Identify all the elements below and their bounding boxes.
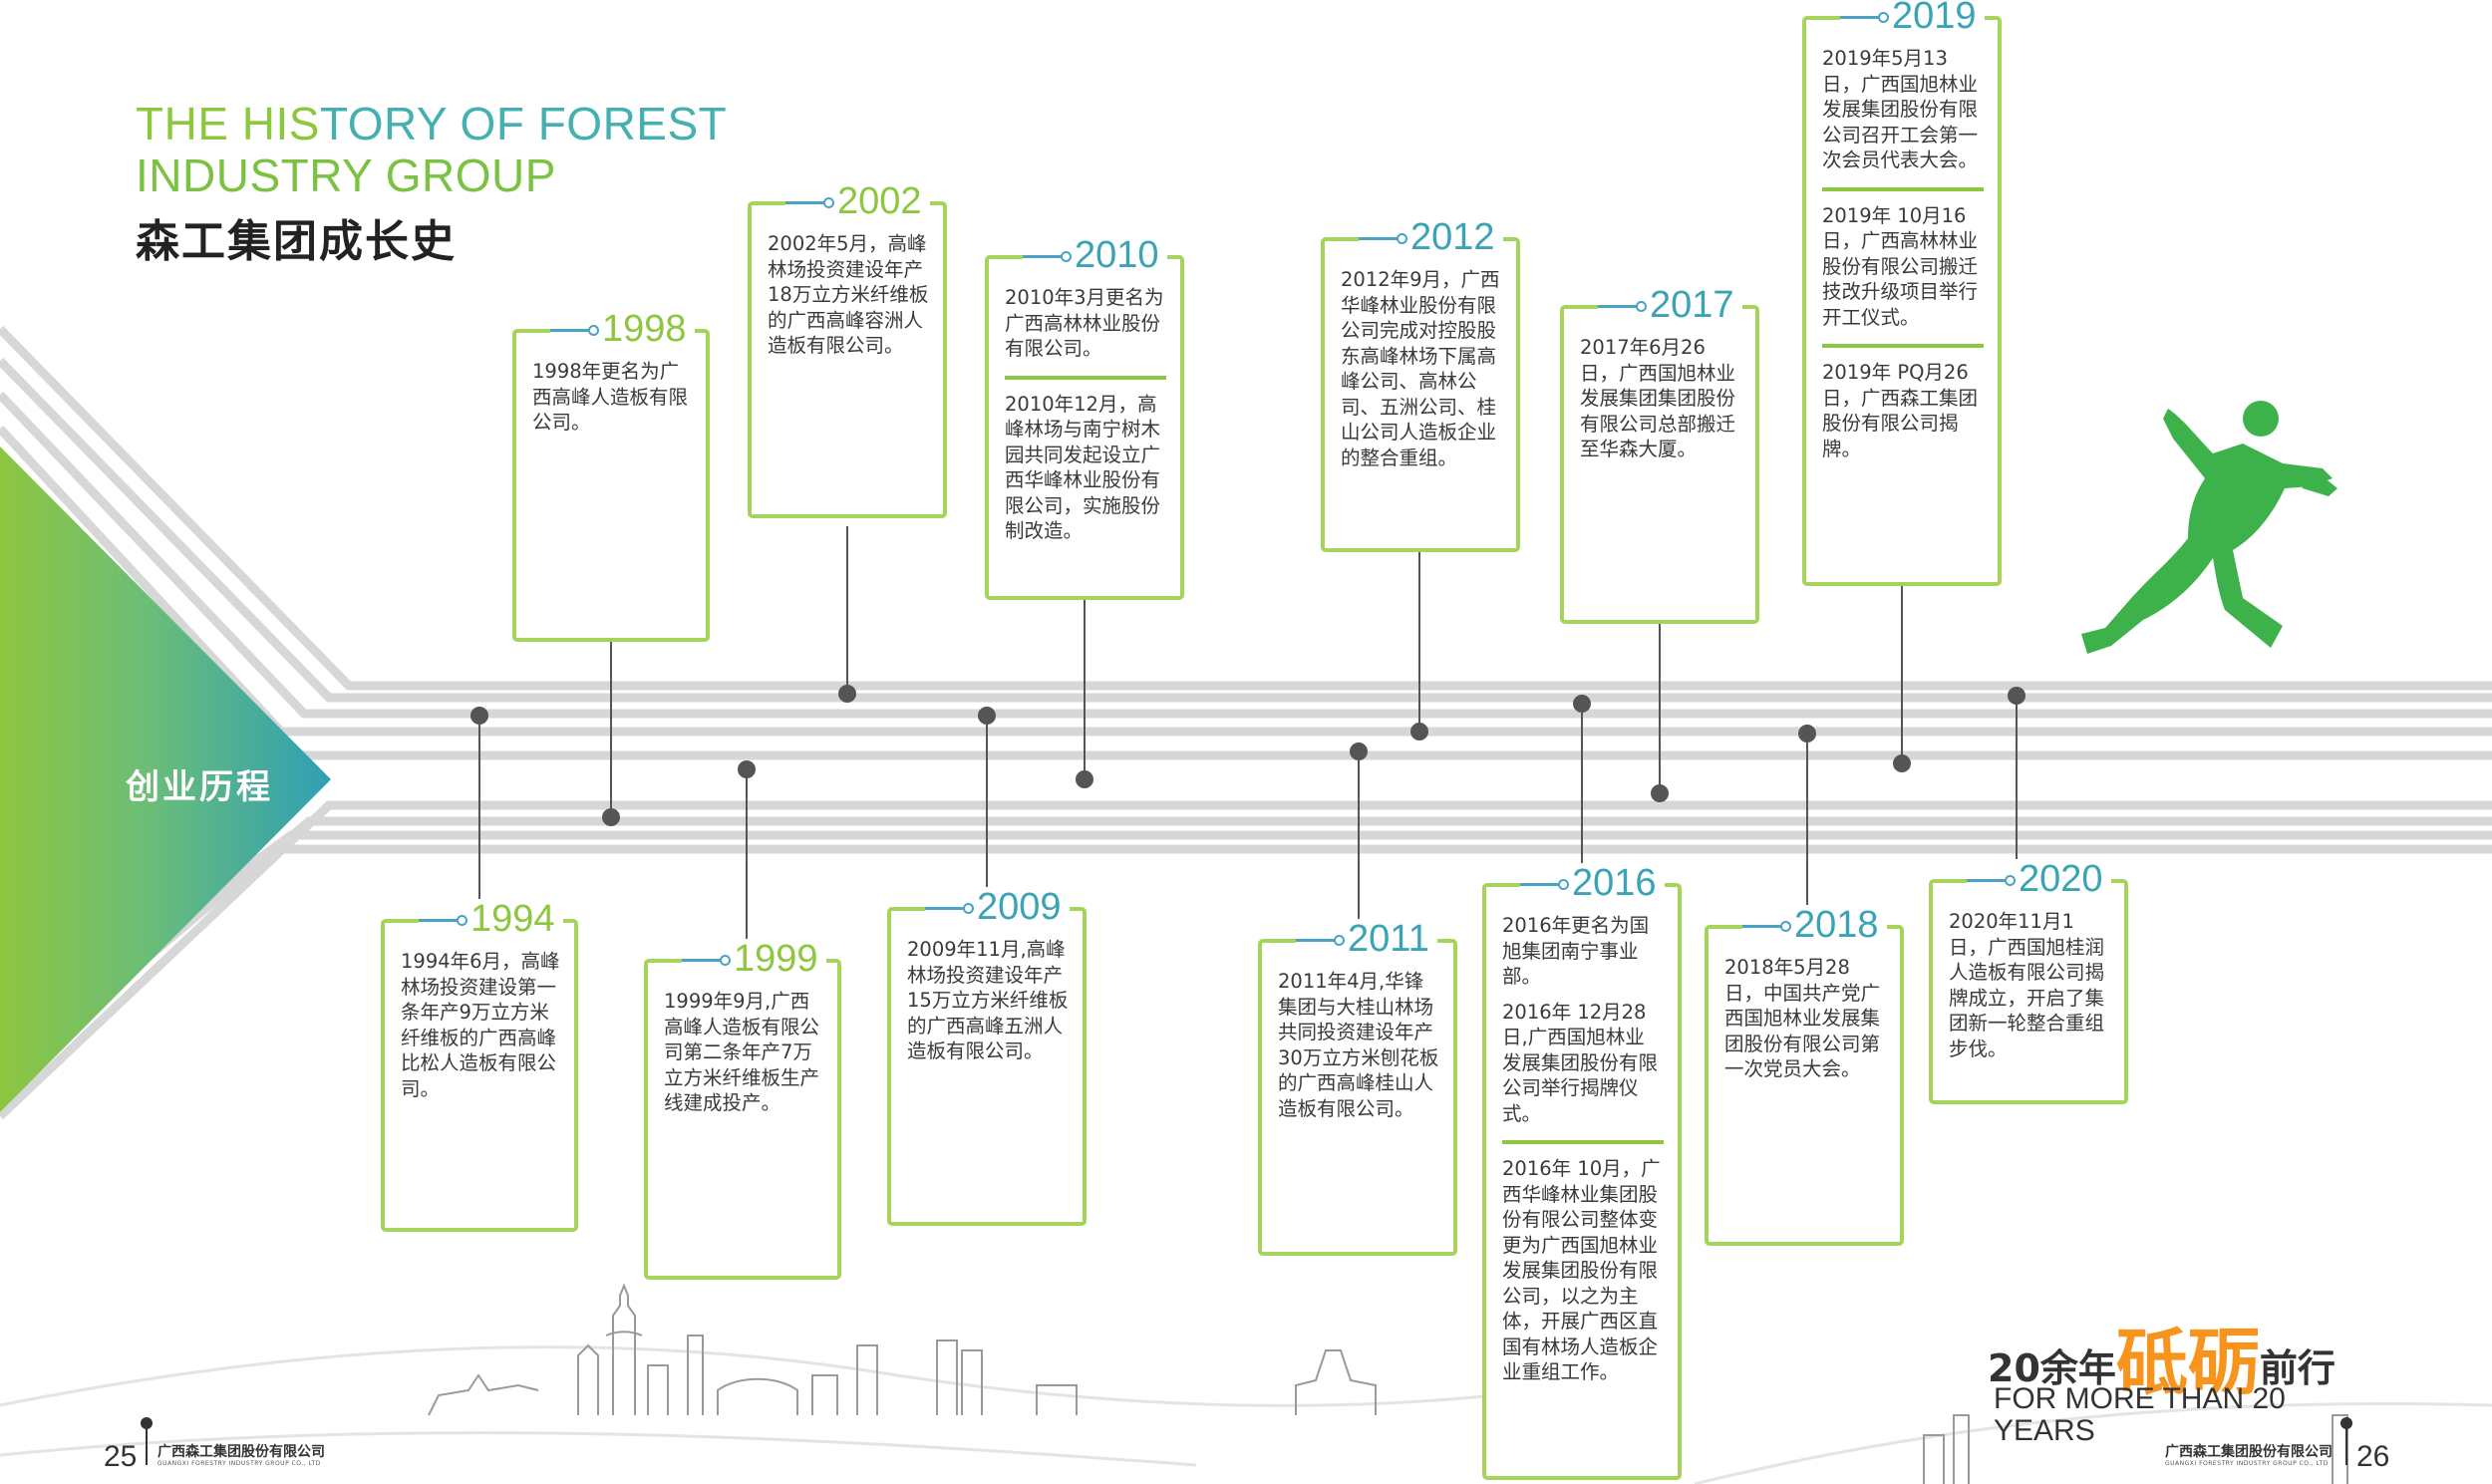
milestone-text: 2009年11月,高峰林场投资建设年产15万立方米纤维板的广西高峰五洲人造板有限… — [907, 938, 1069, 1062]
milestone-year: 2010 — [1023, 235, 1167, 275]
milestone-text: 2012年9月，广西华峰林业股份有限公司完成对控股股东高峰林场下属高峰公司、高林… — [1341, 268, 1500, 469]
section-triangle — [0, 446, 331, 1112]
milestone-text: 2019年 PQ月26日，广西森工集团股份有限公司揭牌。 — [1822, 361, 1979, 460]
section-label: 创业历程 — [126, 767, 273, 807]
milestone-card-2016: 2016 2016年更名为国旭集团南宁事业部。 2016年 12月28日,广西国… — [1482, 863, 1682, 1480]
milestone-year: 2017 — [1598, 285, 1742, 325]
milestone-year: 2009 — [925, 887, 1070, 927]
paragraph-divider — [1822, 186, 1984, 191]
title-english-line2: INDUSTRY GROUP — [136, 149, 556, 201]
year-connector-icon — [550, 325, 599, 337]
timeline-connectors — [470, 526, 2025, 959]
milestone-card-2017: 2017 2017年6月26日，广西国旭林业发展集团集团股份有限公司总部搬迁至华… — [1560, 285, 1759, 624]
tagline-highlight: 砥砺 — [2115, 1321, 2260, 1404]
milestone-year: 1999 — [682, 939, 826, 979]
year-connector-icon — [1598, 301, 1647, 313]
milestone-card-2012: 2012 2012年9月，广西华峰林业股份有限公司完成对控股股东高峰林场下属高峰… — [1321, 217, 1520, 552]
page-number-right: 26 — [2356, 1440, 2390, 1473]
milestone-card-1999: 1999 1999年9月,广西高峰人造板有限公司第二条年产7万立方米纤维板生产线… — [644, 939, 841, 1280]
milestone-text: 2010年12月，高峰林场与南宁树木园共同发起设立广西华峰林业股份有限公司，实施… — [1005, 392, 1161, 543]
landscape-hills — [0, 1345, 2492, 1484]
milestone-text: 2016年 10月，广西华峰林业集团股份有限公司整体变更为广西国旭林业发展集团股… — [1502, 1157, 1661, 1383]
milestone-text: 2016年更名为国旭集团南宁事业部。 — [1502, 914, 1650, 988]
milestone-card-2018: 2018 2018年5月28日，中国共产党广西国旭林业发展集团股份有限公司第一次… — [1705, 905, 1904, 1246]
page-number-left: 25 — [104, 1440, 138, 1473]
year-connector-icon — [1742, 921, 1791, 933]
tagline-english: FOR MORE THAN 20 YEARS — [1994, 1382, 2286, 1447]
milestone-year: 1994 — [419, 899, 563, 939]
paragraph-divider — [1822, 344, 1984, 348]
milestone-text: 2010年3月更名为广西高林林业股份有限公司。 — [1005, 286, 1164, 360]
milestone-year: 2016 — [1520, 863, 1665, 903]
footer-decor — [141, 1417, 2352, 1465]
milestone-text: 1998年更名为广西高峰人造板有限公司。 — [532, 360, 689, 434]
milestone-text: 2017年6月26日，广西国旭林业发展集团集团股份有限公司总部搬迁至华森大厦。 — [1580, 336, 1736, 460]
milestone-text: 2019年5月13日，广西国旭林业发展集团股份有限公司召开工会第一次会员代表大会… — [1822, 47, 1979, 171]
milestone-text: 1999年9月,广西高峰人造板有限公司第二条年产7万立方米纤维板生产线建成投产。 — [664, 990, 820, 1114]
paragraph-divider — [1502, 1140, 1664, 1144]
runner-silhouette — [2081, 401, 2337, 654]
tagline-chinese: 20余年砥砺前行 — [1988, 1321, 2336, 1404]
milestone-year: 1998 — [550, 309, 695, 349]
year-connector-icon — [1840, 12, 1889, 24]
milestone-card-2011: 2011 2011年4月,华锋集团与大桂山林场共同投资建设年产30万立方米刨花板… — [1258, 919, 1457, 1256]
milestone-text: 2018年5月28日，中国共产党广西国旭林业发展集团股份有限公司第一次党员大会。 — [1724, 956, 1881, 1080]
milestone-card-2020: 2020 2020年11月1日，广西国旭桂润人造板有限公司揭牌成立，开启了集团新… — [1929, 859, 2128, 1104]
year-connector-icon — [1359, 233, 1407, 245]
milestone-card-2019: 2019 2019年5月13日，广西国旭林业发展集团股份有限公司召开工会第一次会… — [1802, 0, 2002, 586]
year-connector-icon — [1967, 875, 2016, 887]
milestone-year: 2012 — [1359, 217, 1503, 257]
milestone-card-2002: 2002 2002年5月，高峰林场投资建设年产18万立方米纤维板的广西高峰容洲人… — [748, 181, 947, 518]
title-english-line1: THE HISTORY OF FOREST — [136, 98, 728, 149]
year-connector-icon — [785, 197, 834, 209]
year-connector-icon — [1023, 251, 1072, 263]
city-skyline — [428, 1283, 2348, 1484]
title-chinese: 森工集团成长史 — [136, 216, 457, 267]
milestone-card-2009: 2009 2009年11月,高峰林场投资建设年产15万立方米纤维板的广西高峰五洲… — [887, 887, 1087, 1226]
year-connector-icon — [419, 915, 467, 927]
milestone-card-1994: 1994 1994年6月，高峰林场投资建设第一条年产9万立方米纤维板的广西高峰比… — [381, 899, 578, 1232]
year-connector-icon — [1296, 935, 1345, 947]
milestone-year: 2018 — [1742, 905, 1887, 945]
milestone-text: 2011年4月,华锋集团与大桂山林场共同投资建设年产30万立方米刨花板的广西高峰… — [1278, 970, 1439, 1120]
milestone-text: 2019年 10月16日，广西高林林业股份有限公司搬迁技改升级项目举行开工仪式。 — [1822, 203, 1979, 329]
milestone-text: 2016年 12月28日,广西国旭林业发展集团股份有限公司举行揭牌仪式。 — [1502, 1000, 1659, 1125]
milestone-card-1998: 1998 1998年更名为广西高峰人造板有限公司。 — [512, 309, 710, 642]
milestone-card-2010: 2010 2010年3月更名为广西高林林业股份有限公司。 2010年12月，高峰… — [985, 235, 1184, 600]
year-connector-icon — [682, 955, 731, 967]
milestone-year: 2020 — [1967, 859, 2111, 899]
milestone-text: 1994年6月，高峰林场投资建设第一条年产9万立方米纤维板的广西高峰比松人造板有… — [401, 950, 560, 1100]
milestone-year: 2019 — [1840, 0, 1985, 36]
milestone-text: 2020年11月1日，广西国旭桂润人造板有限公司揭牌成立，开启了集团新一轮整合重… — [1949, 910, 2105, 1060]
milestone-year: 2002 — [785, 181, 930, 221]
milestone-text: 2002年5月，高峰林场投资建设年产18万立方米纤维板的广西高峰容洲人造板有限公… — [768, 232, 929, 357]
year-connector-icon — [1520, 879, 1569, 891]
year-connector-icon — [925, 903, 974, 915]
milestone-year: 2011 — [1296, 919, 1437, 959]
paragraph-divider — [1005, 375, 1166, 380]
title-english: THE HISTORY OF FOREST INDUSTRY GROUP — [136, 98, 727, 201]
